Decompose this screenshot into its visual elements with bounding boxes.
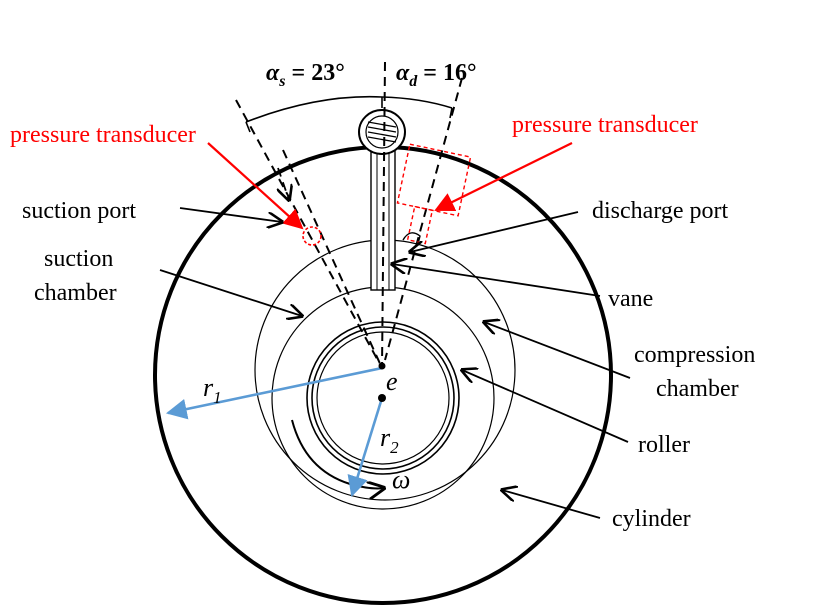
vane-spring-inner xyxy=(365,115,399,149)
discharge-angle-value: = 16° xyxy=(417,60,476,86)
suction-angle-value: = 23° xyxy=(286,60,345,86)
suction-port-arrow xyxy=(179,207,282,222)
eccentricity-label: e xyxy=(386,367,398,396)
discharge-angle-label: αd = 16° xyxy=(396,60,477,90)
right-transducer-arrow xyxy=(434,142,573,212)
suction-port-edge-line xyxy=(282,149,383,369)
suction-chamber-label-line2: chamber xyxy=(34,280,117,306)
arc-left-tick xyxy=(245,121,251,133)
discharge-transducer-stem xyxy=(406,205,434,245)
roller-label: roller xyxy=(638,432,690,458)
suction-angle-line xyxy=(235,99,383,369)
compression-chamber-label-line2: chamber xyxy=(656,376,739,402)
cylinder-label: cylinder xyxy=(612,506,691,532)
compression-chamber-label-line1: compression xyxy=(634,342,755,368)
r1-sub: 1 xyxy=(213,388,222,407)
r1-label: r1 xyxy=(203,373,222,407)
discharge-transducer-box xyxy=(396,143,472,217)
pressure-transducer-right-label: pressure transducer xyxy=(512,112,698,138)
suction-chamber-arrow xyxy=(159,269,302,316)
r2-symbol: r xyxy=(380,423,391,452)
left-transducer-arrow xyxy=(207,142,304,230)
r1-symbol: r xyxy=(203,373,214,402)
arc-right-tick xyxy=(449,107,453,119)
omega-label: ω xyxy=(392,465,410,494)
suction-port-label: suction port xyxy=(22,198,136,224)
suction-angle-symbol: α xyxy=(266,60,280,86)
cylinder-center-dot xyxy=(378,362,386,370)
vane-label: vane xyxy=(608,286,653,312)
pressure-transducer-left-label: pressure transducer xyxy=(10,122,196,148)
discharge-angle-sub: d xyxy=(409,73,418,90)
discharge-angle-line xyxy=(384,77,463,361)
discharge-port-label: discharge port xyxy=(592,198,729,224)
cylinder-arrow xyxy=(502,490,601,519)
r2-sub: 2 xyxy=(390,438,399,457)
roller-arrow xyxy=(462,370,629,443)
radius-r1 xyxy=(165,366,383,420)
vane-spring-coil xyxy=(367,121,397,143)
suction-angle-label: αs = 23° xyxy=(266,60,345,90)
shaft-ring-middle xyxy=(311,326,455,470)
compression-chamber-arrow xyxy=(484,322,631,379)
r2-label: r2 xyxy=(380,423,399,457)
discharge-angle-symbol: α xyxy=(396,60,410,86)
vane-arrow xyxy=(392,264,601,297)
suction-transducer-mark xyxy=(302,226,322,246)
suction-angle-sub: s xyxy=(278,73,285,90)
suction-chamber-label-line1: suction xyxy=(44,246,113,272)
radius-r2 xyxy=(347,397,384,497)
discharge-valve xyxy=(402,232,421,245)
suction-arrow-dash xyxy=(278,167,289,200)
roller-center-dot xyxy=(378,394,386,402)
discharge-port-arrow xyxy=(410,211,579,252)
angle-arc xyxy=(245,95,453,123)
vane-centerline xyxy=(381,61,386,369)
